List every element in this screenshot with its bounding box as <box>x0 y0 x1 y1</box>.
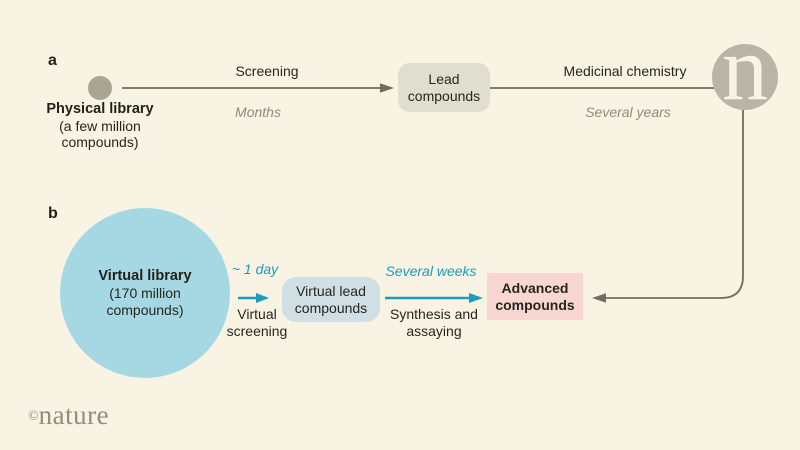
screening-duration: Months <box>235 104 281 120</box>
virtual-library-sub-line2: compounds) <box>106 301 184 318</box>
physical-library-title: Physical library <box>46 101 154 117</box>
lead-compounds-line1: Lead <box>428 70 460 87</box>
virtual-screening-label: Virtual screening <box>207 306 307 340</box>
panel-b-label: b <box>48 205 58 222</box>
advanced-compounds-node: Advanced compounds <box>487 273 583 320</box>
nature-logo-letter: n <box>722 40 768 114</box>
nature-wordmark-text: nature <box>38 400 110 430</box>
nature-wordmark: ©nature <box>28 400 109 431</box>
virtual-lead-compounds-node: Virtual lead compounds <box>282 277 380 322</box>
lead-compounds-node: Lead compounds <box>398 63 490 112</box>
screening-arrow <box>122 83 394 93</box>
virtual-lead-line1: Virtual lead <box>296 282 366 299</box>
virtual-screening-line1: Virtual <box>237 306 277 322</box>
advanced-compounds-line2: compounds <box>495 296 575 313</box>
one-day-duration: ~ 1 day <box>231 261 279 277</box>
medicinal-chemistry-duration: Several years <box>585 104 671 120</box>
copyright-symbol: © <box>28 409 39 424</box>
medicinal-chemistry-label: Medicinal chemistry <box>563 63 687 79</box>
synthesis-arrow <box>385 293 483 303</box>
virtual-library-sub-line1: (170 million <box>109 284 181 301</box>
virtual-library-circle: Virtual library (170 million compounds) <box>60 208 230 378</box>
advanced-compounds-line1: Advanced <box>501 279 569 296</box>
physical-library-sub-line1: (a few million <box>59 117 141 134</box>
synthesis-assaying-label: Synthesis and assaying <box>364 306 504 340</box>
physical-library-sub-line2: compounds) <box>61 134 139 150</box>
panel-a-label: a <box>48 52 57 69</box>
screening-label: Screening <box>235 63 299 79</box>
nature-logo-circle: n <box>712 40 778 114</box>
virtual-screening-line2: screening <box>226 323 288 339</box>
synthesis-line1: Synthesis and <box>390 306 478 322</box>
physical-library-dot-icon <box>88 76 112 100</box>
synthesis-line2: assaying <box>406 323 462 339</box>
physical-library-label: Physical library (a few million compound… <box>25 101 175 151</box>
lead-compounds-line2: compounds <box>407 87 481 104</box>
several-weeks-duration: Several weeks <box>385 263 477 279</box>
virtual-library-title: Virtual library <box>98 267 192 284</box>
virtual-lead-line2: compounds <box>294 299 368 316</box>
virtual-screening-arrow <box>238 293 269 303</box>
